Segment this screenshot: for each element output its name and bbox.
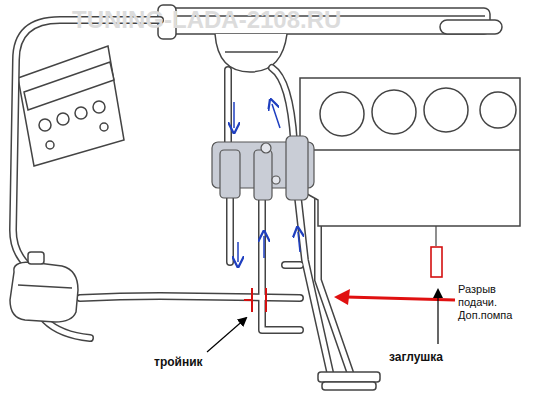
part-label: заглушка [389,350,443,364]
watermark: TUNING-LADA-2108.RU [72,6,341,35]
note-label: Разрыв подачи. Доп.помпа [458,283,528,323]
part-label: тройник [154,355,203,369]
